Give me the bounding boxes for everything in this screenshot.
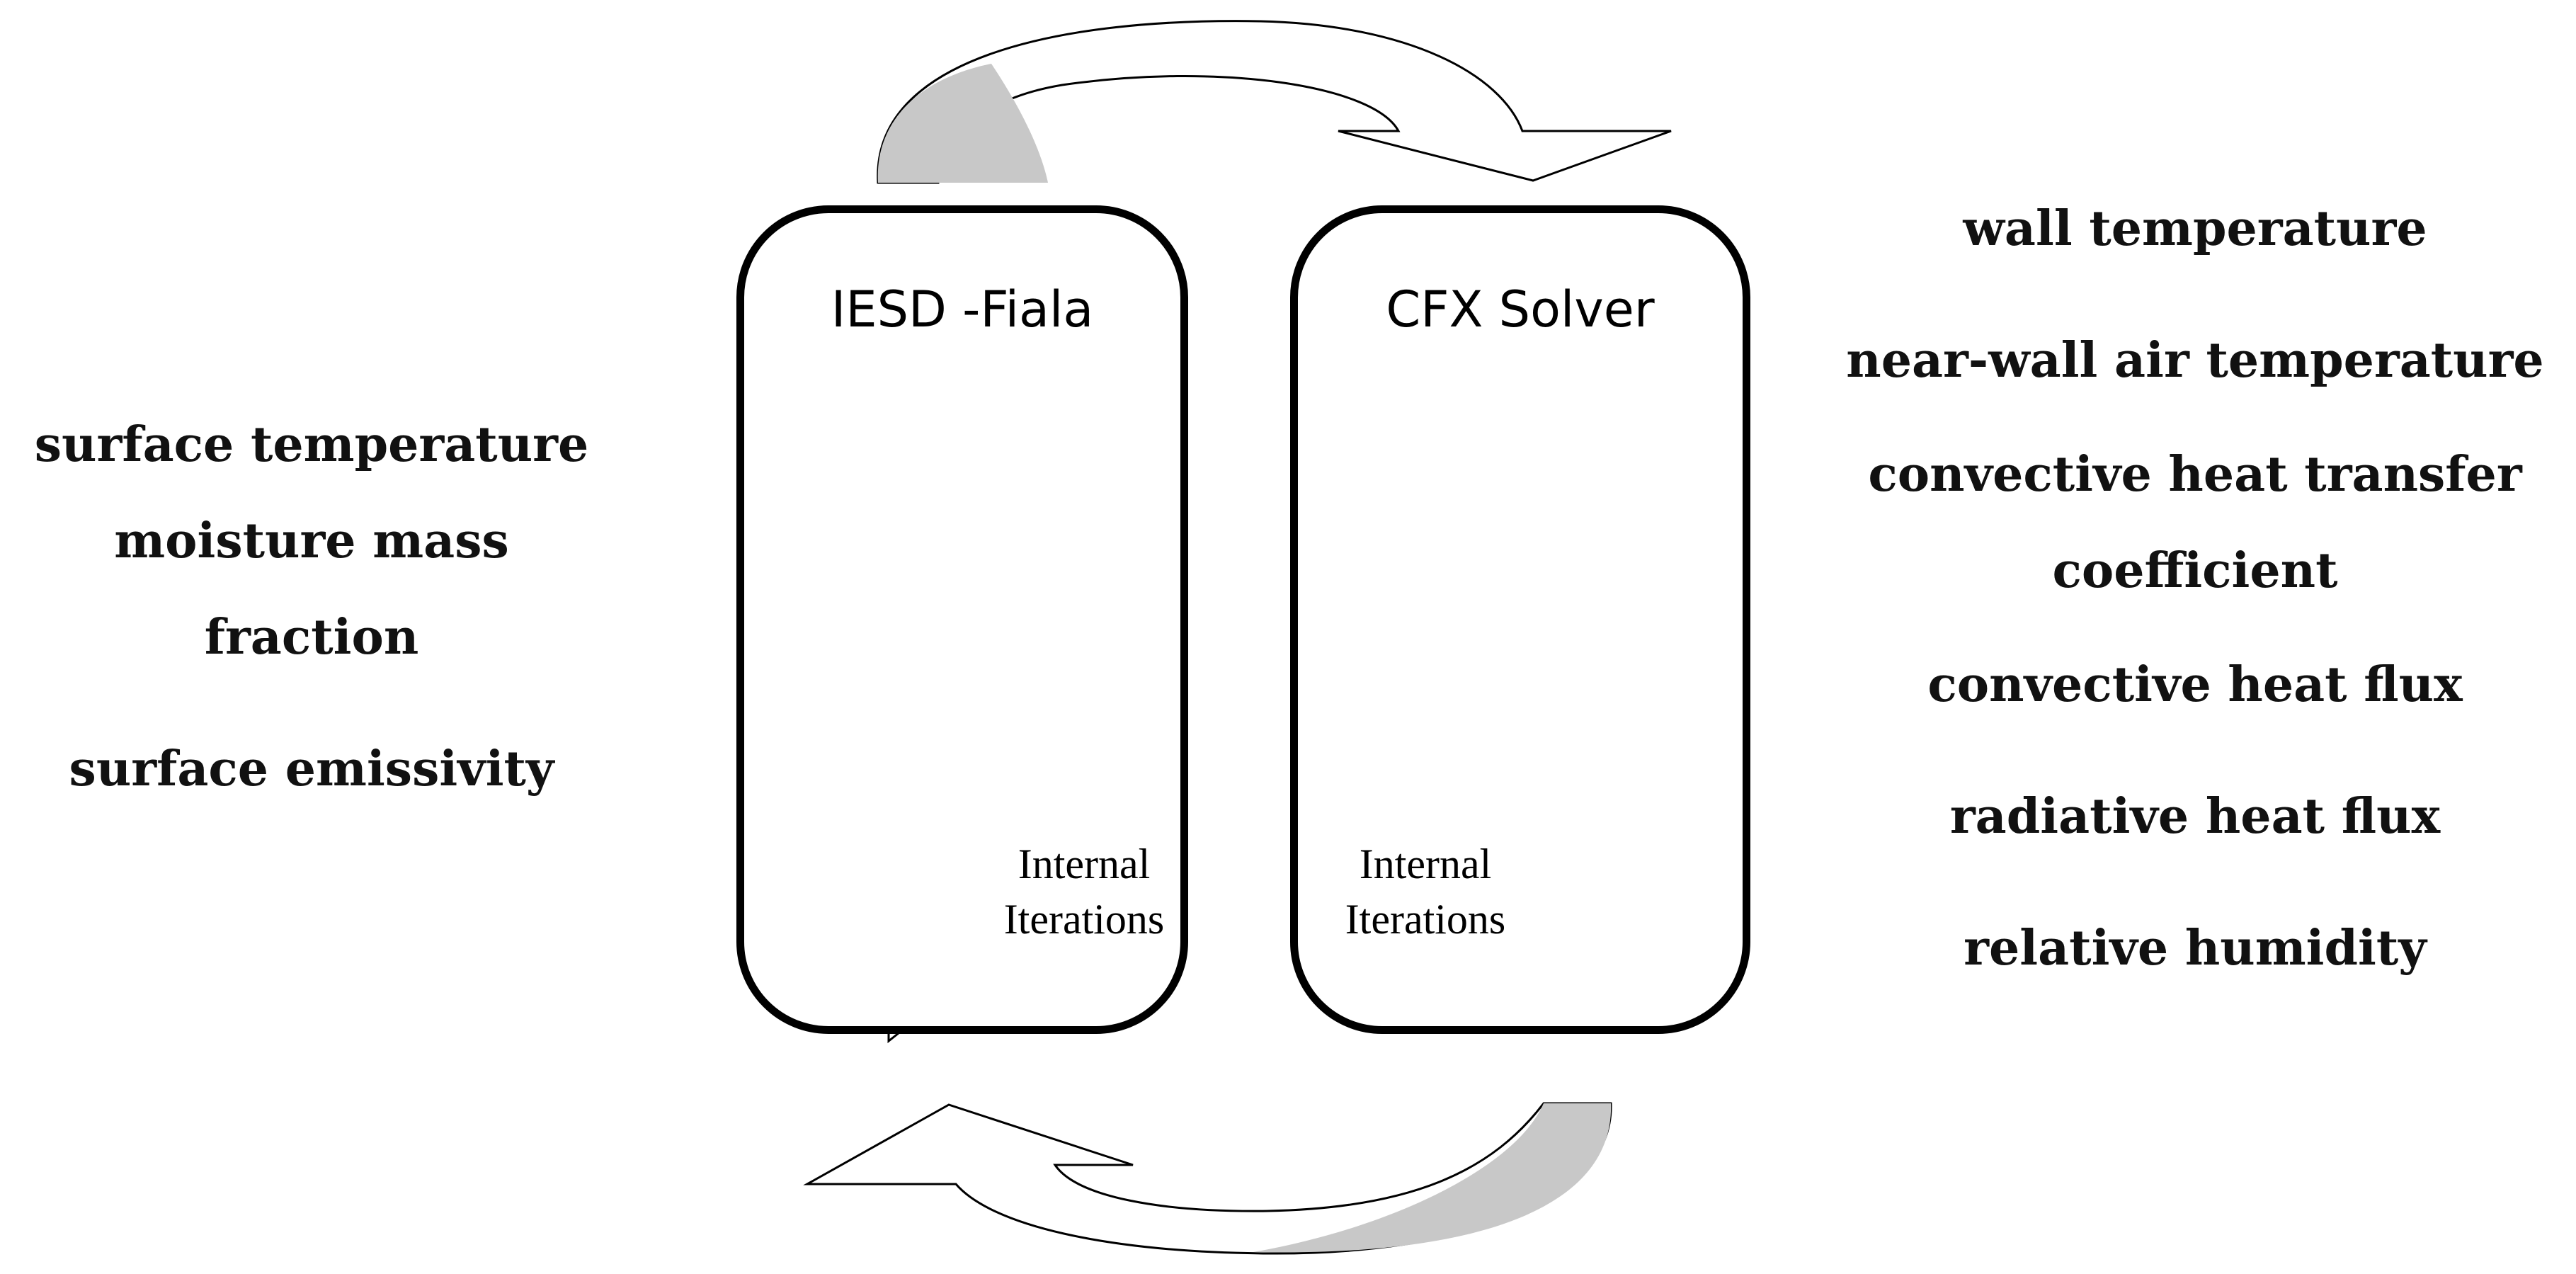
right-internal-label-line2: Iterations: [1345, 896, 1506, 943]
bottom-exchange-arrow-icon: [803, 1102, 1612, 1255]
left-internal-label-line2: Iterations: [1003, 896, 1165, 943]
left-variable-item: moisture mass: [114, 513, 509, 569]
right-internal-label-line1: Internal: [1359, 841, 1492, 887]
left-internal-iterations-label: Internal Iterations: [985, 836, 1183, 947]
left-variable-list: surface temperature moisture mass fracti…: [0, 397, 623, 817]
left-variable-item: fraction: [204, 609, 419, 666]
cfx-solver-box: CFX Solver Internal Iterations: [1290, 205, 1750, 1034]
right-variable-item: convective heat transfer: [1868, 446, 2522, 503]
right-variable-list: wall temperature near-wall air temperatu…: [1813, 163, 2576, 1014]
right-variable-item: near-wall air temperature: [1846, 332, 2544, 389]
right-variable-item: coefficient: [2052, 542, 2338, 599]
right-variable-item: convective heat flux: [1927, 656, 2463, 713]
right-variable-item: wall temperature: [1963, 200, 2427, 257]
right-variable-item: radiative heat flux: [1949, 788, 2441, 845]
right-variable-item: relative humidity: [1964, 920, 2427, 977]
left-internal-label-line1: Internal: [1018, 841, 1151, 887]
iesd-fiala-title: IESD -Fiala: [831, 280, 1094, 339]
left-variable-item: surface temperature: [34, 416, 589, 473]
top-exchange-arrow-icon: [877, 20, 1672, 184]
cfx-solver-title: CFX Solver: [1386, 280, 1655, 339]
left-variable-item: surface emissivity: [69, 741, 554, 797]
right-internal-iterations-label: Internal Iterations: [1333, 836, 1517, 947]
iesd-fiala-box: IESD -Fiala Internal Iterations: [736, 205, 1188, 1034]
